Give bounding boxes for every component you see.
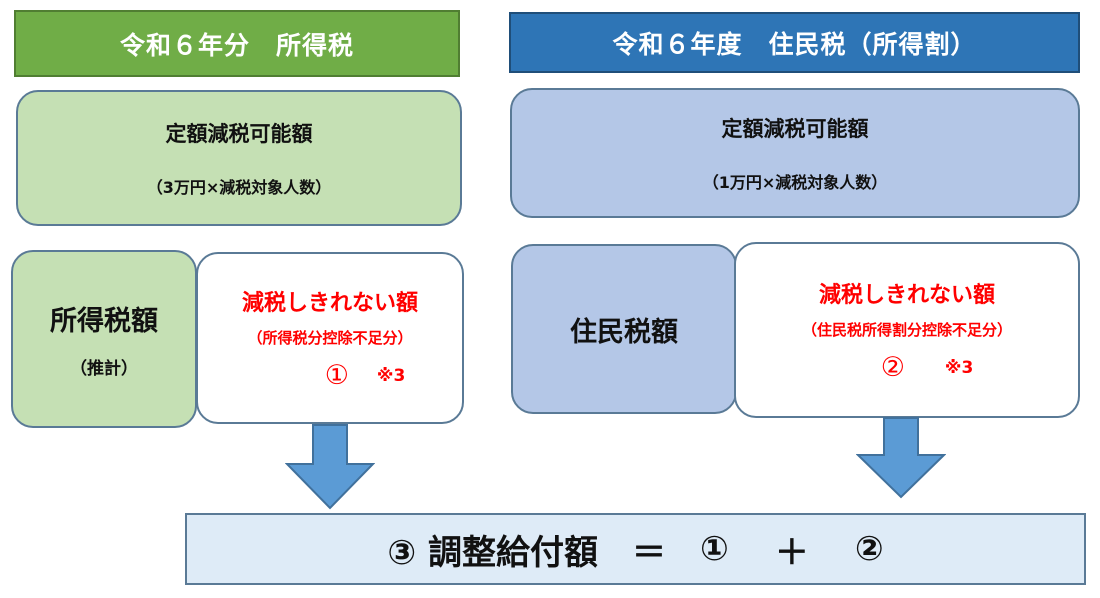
resident-tax-shortfall-sub: （住民税所得割分控除不足分） — [801, 321, 1012, 339]
income-tax-amount-label: 所得税額 — [50, 306, 158, 337]
adjustment-benefit-label: ③ 調整給付額 — [387, 532, 599, 573]
resident-tax-shortfall-number-row: ② ※3 — [881, 352, 974, 383]
resident-tax-deduction-box: 定額減税可能額 （1万円×減税対象人数） — [510, 88, 1080, 218]
formula-term-1: ① — [700, 529, 729, 569]
resident-tax-deduction-title: 定額減税可能額 — [721, 117, 869, 141]
income-tax-deduction-title: 定額減税可能額 — [165, 122, 313, 146]
income-tax-shortfall-box: 減税しきれない額 （所得税分控除不足分） ① ※3 — [196, 252, 464, 424]
income-tax-amount-box: 所得税額 （推計） — [11, 250, 197, 428]
circled-number-1: ① — [324, 360, 349, 391]
resident-tax-header: 令和６年度 住民税（所得割） — [509, 12, 1080, 73]
adjustment-benefit-formula: ③ 調整給付額 ＝ ① ＋ ② — [185, 513, 1086, 585]
resident-tax-shortfall-title: 減税しきれない額 — [818, 283, 995, 308]
circled-number-2: ② — [880, 352, 905, 383]
resident-tax-amount-label: 住民税額 — [570, 316, 678, 348]
income-tax-header: 令和６年分 所得税 — [14, 10, 460, 77]
down-arrow-icon — [856, 417, 946, 499]
resident-tax-shortfall-box: 減税しきれない額 （住民税所得割分控除不足分） ② ※3 — [734, 242, 1080, 418]
income-tax-shortfall-number-row: ① ※3 — [325, 360, 406, 391]
plus-sign: ＋ — [774, 532, 809, 573]
income-tax-estimate-label: （推計） — [70, 359, 138, 379]
equals-sign: ＝ — [632, 532, 667, 573]
income-tax-shortfall-sub: （所得税分控除不足分） — [247, 329, 413, 347]
income-tax-shortfall-title: 減税しきれない額 — [241, 291, 418, 316]
resident-tax-amount-box: 住民税額 — [511, 244, 737, 414]
income-tax-deduction-box: 定額減税可能額 （3万円×減税対象人数） — [16, 90, 462, 226]
note-mark: ※3 — [376, 365, 406, 386]
down-arrow-icon — [285, 424, 375, 510]
resident-tax-deduction-formula: （1万円×減税対象人数） — [702, 173, 888, 192]
note-mark: ※3 — [944, 357, 974, 378]
formula-term-2: ② — [854, 529, 884, 569]
resident-tax-header-text: 令和６年度 住民税（所得割） — [612, 29, 977, 59]
income-tax-header-text: 令和６年分 所得税 — [119, 30, 354, 60]
income-tax-deduction-formula: （3万円×減税対象人数） — [146, 178, 332, 197]
